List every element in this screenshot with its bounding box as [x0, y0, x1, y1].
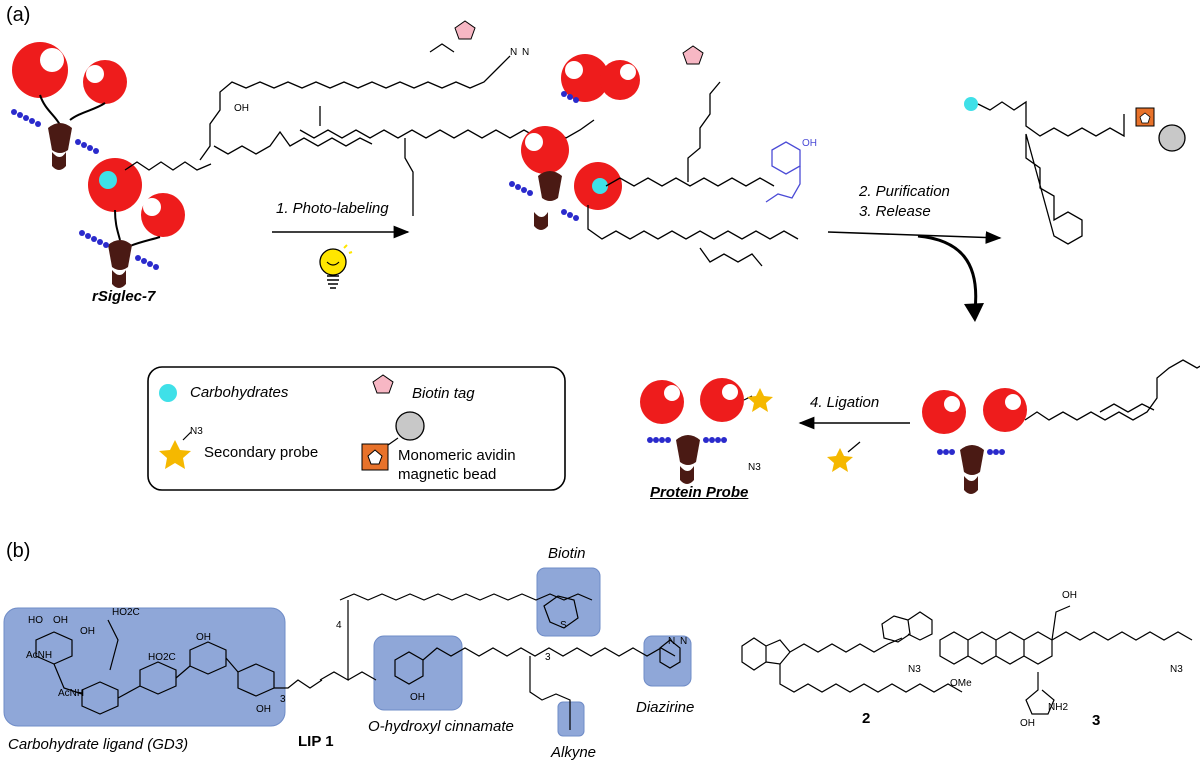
svg-text:N3: N3	[908, 664, 921, 675]
compound-3-label: 3	[1092, 712, 1101, 729]
rsiglec7-label: rSiglec-7	[92, 288, 156, 305]
carbohydrate-ligand-label: Carbohydrate ligand (GD3)	[8, 736, 189, 753]
lip1-label: LIP 1	[298, 733, 334, 750]
svg-text:OH: OH	[410, 692, 425, 703]
arrow-curved-down	[917, 234, 978, 311]
svg-text:OH: OH	[1062, 590, 1077, 601]
arrow-step2-3	[827, 231, 1002, 244]
svg-text:OH: OH	[53, 615, 68, 626]
probe-structure-middle	[587, 81, 799, 267]
light-bulb-icon	[319, 244, 353, 289]
svg-text:HO: HO	[28, 615, 43, 626]
legend-biotin-tag: Biotin tag	[412, 385, 475, 402]
svg-text:HO2C: HO2C	[112, 607, 140, 618]
legend-secondary-probe: Secondary probe	[204, 444, 319, 461]
protein-probe-label: Protein Probe	[650, 484, 749, 501]
svg-text:N: N	[522, 47, 529, 58]
siglec-protein-middle	[509, 54, 640, 230]
cinnamate-label: O-hydroxyl cinnamate	[368, 718, 514, 735]
gd3-structure	[35, 619, 323, 715]
svg-text:OH: OH	[196, 632, 211, 643]
released-fragment	[964, 97, 1186, 245]
panel-a-letter: (a)	[6, 4, 31, 26]
carbohydrate-legend-icon	[159, 384, 177, 402]
avidin-bead-legend-icon	[361, 411, 425, 471]
biotin-tag-left	[429, 20, 476, 53]
svg-text:AcNH: AcNH	[26, 650, 52, 661]
secondary-probe-star-arrow	[827, 441, 861, 472]
alkyne-label: Alkyne	[551, 744, 597, 761]
secondary-probe-legend-icon	[159, 431, 192, 469]
svg-text:3: 3	[280, 694, 286, 705]
svg-text:N: N	[680, 636, 687, 647]
svg-text:3: 3	[545, 652, 551, 663]
svg-text:AcNH: AcNH	[58, 688, 84, 699]
svg-text:N3: N3	[748, 462, 761, 473]
svg-text:S: S	[560, 620, 567, 631]
protein-probe-product	[640, 378, 773, 484]
svg-text:OH: OH	[802, 138, 817, 149]
svg-text:OH: OH	[1020, 718, 1035, 729]
svg-text:4: 4	[336, 620, 342, 631]
panel-b-letter: (b)	[6, 540, 31, 562]
siglec-protein-top	[11, 42, 127, 170]
diazirine-label-left: N	[510, 47, 517, 58]
legend-carbohydrates: Carbohydrates	[190, 384, 289, 401]
biotin-legend-icon	[372, 374, 394, 394]
svg-text:N3: N3	[190, 426, 203, 437]
legend-avidin-line2: magnetic bead	[398, 466, 497, 483]
step1-label: 1. Photo-labeling	[276, 200, 389, 217]
diazirine-label: Diazirine	[636, 699, 695, 716]
svg-text:HO2C: HO2C	[148, 652, 176, 663]
probe-structure-left	[124, 55, 595, 216]
compound-3-structure	[939, 605, 1193, 715]
step2-label: 2. Purification	[859, 183, 950, 200]
svg-text:OH: OH	[256, 704, 271, 715]
svg-text:OH: OH	[234, 103, 249, 114]
compound-2-structure	[741, 611, 963, 693]
biotin-label: Biotin	[548, 545, 586, 562]
carbohydrate-ligand-highlight	[3, 607, 286, 727]
svg-text:NH2: NH2	[1048, 702, 1068, 713]
compound-2-label: 2	[862, 710, 871, 727]
siglec-protein-bottom	[79, 158, 185, 288]
cinnamate-highlight-middle	[765, 141, 801, 203]
alkyne-highlight	[557, 701, 585, 737]
lip1-structure	[319, 593, 681, 730]
cinnamate-highlight	[373, 635, 463, 711]
legend-box	[147, 366, 566, 491]
biotin-tag-middle	[682, 45, 704, 65]
biotin-highlight	[536, 567, 601, 637]
step4-label: 4. Ligation	[810, 394, 880, 411]
diazirine-highlight	[643, 635, 692, 687]
svg-text:OH: OH	[80, 626, 95, 637]
svg-text:OMe: OMe	[950, 678, 972, 689]
legend-avidin-line1: Monomeric avidin	[398, 447, 516, 464]
step3-label: 3. Release	[859, 203, 931, 220]
svg-text:N3: N3	[1170, 664, 1183, 675]
svg-text:N: N	[668, 636, 675, 647]
siglec-protein-right	[922, 359, 1200, 494]
